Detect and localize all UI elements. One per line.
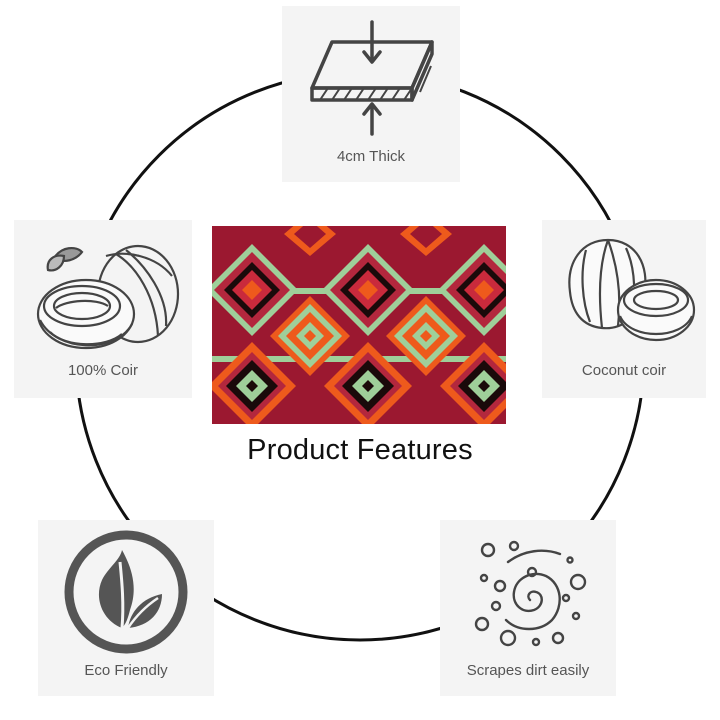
coconut-sketch-icon xyxy=(36,244,180,350)
feature-label: Scrapes dirt easily xyxy=(466,662,590,679)
feature-label: Coconut coir xyxy=(581,362,667,379)
feature-card-scrape: Scrapes dirt easily xyxy=(440,520,616,696)
feature-card-coconut: Coconut coir xyxy=(542,220,706,398)
feature-label: 4cm Thick xyxy=(336,148,406,165)
coconut-halves-icon xyxy=(568,238,696,342)
page-title: Product Features xyxy=(247,434,473,466)
spiral-dots-icon xyxy=(474,540,587,647)
feature-card-eco: Eco Friendly xyxy=(38,520,214,696)
feature-label: 100% Coir xyxy=(67,362,139,379)
feature-card-thickness: 4cm Thick xyxy=(282,6,460,182)
feature-label: Eco Friendly xyxy=(84,662,168,679)
feature-card-coir: 100% Coir xyxy=(14,220,192,398)
thickness-icon xyxy=(310,20,434,136)
coir-mat-image xyxy=(212,226,506,424)
leaf-circle-icon xyxy=(64,530,188,654)
